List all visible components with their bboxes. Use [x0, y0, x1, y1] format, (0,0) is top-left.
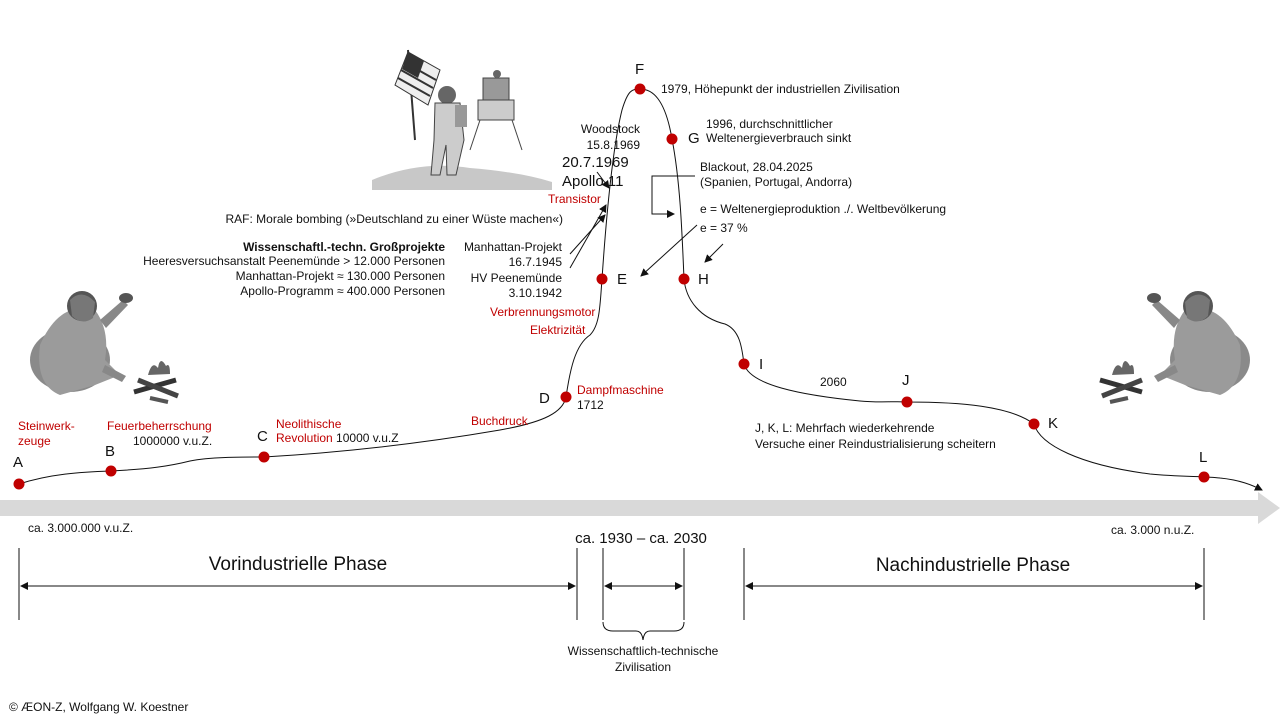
event-feuer: Feuerbeherrschung	[107, 419, 212, 433]
grossprojekte-2: Manhattan-Projekt ≈ 130.000 Personen	[235, 269, 445, 283]
event-woodstock-2: 15.8.1969	[586, 138, 640, 152]
axis-middle-label: ca. 1930 – ca. 2030	[575, 530, 707, 547]
phase-brackets	[18, 548, 1205, 641]
point-label-g: G	[688, 130, 700, 147]
grossprojekte-1: Heeresversuchsanstalt Peenemünde > 12.00…	[143, 254, 445, 268]
event-verbrennungsmotor: Verbrennungsmotor	[490, 305, 596, 319]
points-layer	[13, 83, 1210, 490]
event-steinwerkzeuge-2: zeuge	[18, 434, 51, 448]
phase-pre-label: Vorindustrielle Phase	[208, 554, 388, 575]
event-manhattan-1: Manhattan-Projekt	[463, 240, 562, 254]
point-label-a: A	[13, 454, 24, 471]
event-neolithisch-1: Neolithische	[276, 417, 342, 431]
point-marker-e	[596, 273, 608, 285]
point-label-h: H	[698, 271, 709, 288]
grossprojekte-3: Apollo-Programm ≈ 400.000 Personen	[240, 284, 445, 298]
lunar-module-icon	[469, 70, 523, 151]
point-marker-i	[738, 358, 750, 370]
annotation-arrows	[569, 171, 724, 277]
footer-copyright: © ÆON-Z, Wolfgang W. Koestner	[9, 700, 189, 714]
event-neolithisch-date: 10000 v.u.Z	[336, 431, 399, 445]
point-label-j: J	[902, 372, 910, 389]
moon-landing-illustration	[372, 49, 552, 190]
event-feuer-date: 1000000 v.u.Z.	[133, 434, 213, 448]
event-manhattan-2: 16.7.1945	[508, 255, 562, 269]
point-label-d: D	[539, 390, 550, 407]
campfire-right-icon	[1099, 360, 1143, 404]
event-e-value: e = 37 %	[700, 221, 748, 235]
event-dampfmaschine-year: 1712	[577, 398, 604, 412]
point-label-l: L	[1199, 449, 1208, 466]
event-jkl-2: Versuche einer Reindustrialisierung sche…	[755, 437, 996, 451]
event-g-note-2: Weltenergieverbrauch sinkt	[706, 131, 852, 145]
point-marker-b	[105, 465, 117, 477]
event-steinwerkzeuge-1: Steinwerk-	[18, 419, 75, 433]
phase-post-label: Nachindustrielle Phase	[875, 555, 1071, 576]
civilization-curve	[18, 88, 1263, 491]
point-label-k: K	[1048, 415, 1059, 432]
event-hv-2: 3.10.1942	[508, 286, 562, 300]
event-blackout-1: Blackout, 28.04.2025	[700, 160, 813, 174]
event-apollo-2: Apollo 11	[562, 173, 624, 190]
point-marker-c	[258, 451, 270, 463]
caveman-left-illustration	[30, 291, 133, 395]
axis-start-label: ca. 3.000.000 v.u.Z.	[28, 521, 134, 535]
event-neolithisch-2: Revolution	[276, 431, 333, 445]
us-flag-icon	[394, 51, 441, 106]
point-marker-k	[1028, 418, 1040, 430]
astronaut-icon	[430, 86, 467, 176]
event-raf: RAF: Morale bombing (»Deutschland zu ein…	[225, 212, 564, 226]
event-dampfmaschine: Dampfmaschine	[577, 383, 664, 397]
phase-mid-label-1: Wissenschaftlich-technische	[567, 644, 719, 658]
grossprojekte-title: Wissenschaftl.-techn. Großprojekte	[243, 240, 445, 254]
event-blackout-2: (Spanien, Portugal, Andorra)	[700, 175, 853, 189]
event-g-note-1: 1996, durchschnittlicher	[706, 117, 833, 131]
point-label-f: F	[635, 61, 645, 78]
point-label-e: E	[617, 271, 628, 288]
point-marker-d	[560, 391, 572, 403]
axis-end-label: ca. 3.000 n.u.Z.	[1111, 523, 1195, 537]
event-neolithisch-line: Revolution 10000 v.u.Z	[276, 431, 399, 446]
phase-mid-label-2: Zivilisation	[614, 660, 671, 674]
event-hv-1: HV Peenemünde	[470, 271, 562, 285]
point-marker-g	[666, 133, 678, 145]
event-buchdruck: Buchdruck	[471, 414, 528, 428]
event-f-note: 1979, Höhepunkt der industriellen Zivili…	[661, 82, 900, 96]
event-elektrizitaet: Elektrizität	[530, 323, 586, 337]
event-woodstock-1: Woodstock	[580, 122, 640, 136]
event-jkl-1: J, K, L: Mehrfach wiederkehrende	[755, 421, 935, 435]
event-apollo-1: 20.7.1969	[562, 154, 629, 171]
point-marker-a	[13, 478, 25, 490]
point-label-i: I	[759, 356, 764, 373]
point-marker-h	[678, 273, 690, 285]
point-label-c: C	[257, 428, 268, 445]
point-label-b: B	[105, 443, 116, 460]
point-marker-f	[634, 83, 646, 95]
event-year-2060: 2060	[820, 375, 847, 389]
point-marker-j	[901, 396, 913, 408]
event-e-formula: e = Weltenergieproduktion ./. Weltbevölk…	[700, 202, 947, 216]
time-axis	[0, 492, 1280, 524]
point-marker-l	[1198, 471, 1210, 483]
caveman-right-illustration	[1147, 291, 1250, 395]
event-transistor: Transistor	[548, 192, 601, 206]
campfire-left-icon	[133, 360, 179, 404]
